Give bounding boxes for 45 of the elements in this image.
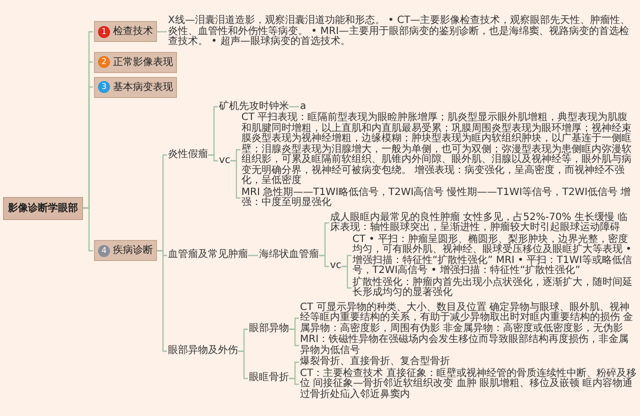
branch-line [83, 207, 93, 252]
subtopic-label: 眼眶骨折 [249, 373, 289, 384]
note-text: 扩散性强化：肿瘤内首先出现小点状强化，逐渐扩大，随时间延长形成均匀的显著强化 [352, 278, 637, 298]
branch-line [289, 106, 299, 108]
note-text: CT • 平扫：肿瘤呈圆形、椭圆形、梨形肿块，边界光整，密度均匀，可有眼外肌、视神经、眼球受压移位及眼眶扩大等表现 • 增强扫描：特征性“扩散性强化” MRI • 平扫：T1WI等或略低信号，T2WI高信号 • 增强扫描：特征性“扩散性强化” [352, 234, 637, 276]
note-text: X线—泪囊泪道造影，观察泪囊泪道功能和形态。 • CT—主要影像检查技术，观察眼部先天性、肿瘤性、炎性、血管性和外伤性等病变。 • MRI—主要用于眼部病变的鉴别诊断，也是海绵窦、视路病变的首选检查技术。 • 超声—眼球病变的首选技术。 [168, 16, 637, 48]
topic-label: 正常影像表现 [113, 56, 173, 70]
topic-box [94, 21, 157, 42]
topic-label: 基本病变表现 [113, 80, 173, 94]
branch-line [248, 254, 258, 256]
number-badge: 2 [98, 56, 110, 68]
note-text: CT：主要检查技术 直接征象：眶壁或视神经管的骨质连续性中断、粉碎及移位 间接征象—骨折邻近软组织改变 血肿 眼肌增粗、移位及嵌顿 眶内容物通过骨折处疝入邻近鼻窦内 [300, 368, 637, 400]
root-topic-box: 影像诊断学眼部 [3, 196, 83, 220]
branch-line [341, 266, 352, 289]
topic-label: 检查技术 [113, 24, 153, 40]
note-text: MRI 急性期——T1WI略低信号，T2WI高信号 慢性期——T1WI等信号，T2WI低信号 增强：中度至明显强化 [241, 188, 637, 208]
branch-line [157, 250, 167, 352]
subtopic-label: 血管瘤及常见肿瘤 [168, 250, 248, 261]
branch-line [289, 328, 299, 346]
branch-line [289, 378, 299, 385]
branch-line [157, 31, 167, 32]
note-text: CT 平扫表现：眶隔前型表现为眼睑肿胀增厚；肌炎型显示眼外肌增粗，典型表现为肌腹和肌腱同时增粗，以上直肌和内直肌最易受累；巩膜周围炎型表现为眼环增厚；视神经束膜炎型表现为视神经增粗，边缘模糊；肿块型表现为眶内软组织肿块，以广基连于一侧眶壁；泪腺炎型表现为泪腺增大，一般为单侧，也可为双侧；弥漫型表现为患侧眶内弥漫软组织影，可累及眶隔前软组织、肌锥内外间隙、眼外肌、泪腺以及视神经等，眼外肌与病变无明确分界，视神经可被病变包绕。 增强表现：病变强化，呈高密度，而视神经不强化，呈低密度 [241, 113, 637, 186]
note-text: 成人眼眶内最常见的良性肿瘤 女性多见，占52%-70% 生长缓慢 临床表现：轴性眼球突出，呈渐进性，肿瘤较大时引起眼球运动障碍 [330, 212, 637, 234]
branch-line [230, 160, 240, 199]
subtopic-label: 海绵状血管瘤 [259, 250, 319, 261]
topic-box [94, 76, 177, 98]
note-text: CT 可显示异物的种类、大小、数目及位置 确定异物与眼球、眼外肌、视神经等眶内重要结构的关系，有助于减少异物取出时对眶内重要结构的损伤 金属异物：高密度影，周围有伪影 非金属异物：高密度或低密度影，无伪影 [300, 302, 637, 334]
topic-box [94, 240, 157, 262]
note-text: a [300, 102, 306, 112]
subtopic-label: vc [219, 156, 230, 166]
branch-line [319, 254, 329, 268]
subtopic-label: 眼部异物及外伤 [168, 346, 238, 356]
branch-line [238, 350, 248, 380]
topic-label: 疾病诊断 [113, 244, 153, 258]
subtopic-label: 眼部异物 [249, 324, 289, 334]
subtopic-label: 炎性假瘤 [168, 150, 208, 160]
subtopic-label: 矿机先攻时钟米 [219, 102, 289, 112]
branch-line [208, 154, 218, 162]
topic-box [94, 52, 177, 72]
number-badge: 3 [98, 81, 110, 93]
subtopic-label: vc [330, 261, 342, 272]
note-text: 爆裂骨折、直接骨折、复合型骨折 [300, 357, 450, 368]
note-text: MRI：铁磁性异物在强磁场内会发生移位而导致眼部结构再度损伤，非金属异物为低信号 [300, 335, 637, 356]
number-badge: 1 [98, 26, 110, 38]
number-badge: 4 [98, 244, 110, 257]
